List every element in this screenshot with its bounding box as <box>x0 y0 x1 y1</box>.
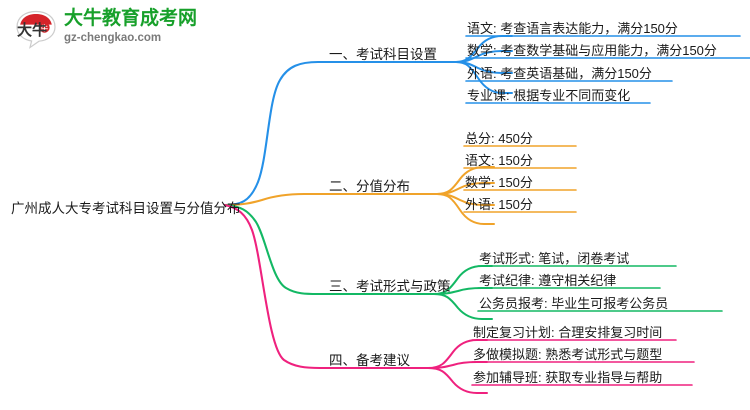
branch-4-connectors <box>223 203 695 394</box>
svg-text:大牛: 大牛 <box>17 21 47 39</box>
leaf-label-1-4[interactable]: 专业课: 根据专业不同而变化 <box>467 88 631 103</box>
leaf-label-4-3[interactable]: 参加辅导班: 获取专业指导与帮助 <box>473 370 663 385</box>
leaf-label-3-1[interactable]: 考试形式: 笔试，闭卷考试 <box>479 251 630 266</box>
leaf-label-1-3[interactable]: 外语: 考查英语基础，满分150分 <box>467 66 652 81</box>
leaf-label-1-2[interactable]: 数学: 考查数学基础与应用能力，满分150分 <box>467 43 717 58</box>
leaf-label-2-4[interactable]: 外语: 150分 <box>465 197 533 212</box>
leaf-label-3-3[interactable]: 公务员报考: 毕业生可报考公务员 <box>479 296 669 311</box>
leaf-label-2-3[interactable]: 数学: 150分 <box>465 175 533 190</box>
branch-label-1[interactable]: 一、考试科目设置 <box>329 47 437 62</box>
branch-label-2[interactable]: 二、分值分布 <box>329 179 410 194</box>
branch-3-connectors <box>223 203 723 320</box>
logo-title: 大牛教育成考网 <box>64 8 198 29</box>
branch-label-3[interactable]: 三、考试形式与政策 <box>329 279 451 294</box>
leaf-label-2-2[interactable]: 语文: 150分 <box>465 153 533 168</box>
branch-2-connectors <box>223 145 577 225</box>
branch-label-4[interactable]: 四、备考建议 <box>329 353 410 368</box>
leaf-label-1-1[interactable]: 语文: 考查语言表达能力，满分150分 <box>467 21 678 36</box>
daniu-logo-icon: 牛 大牛 <box>16 10 56 49</box>
leaf-label-4-2[interactable]: 多做模拟题: 熟悉考试形式与题型 <box>473 347 663 362</box>
root-topic[interactable]: 广州成人大专考试科目设置与分值分布 <box>11 201 241 216</box>
leaf-label-2-1[interactable]: 总分: 450分 <box>465 131 533 146</box>
leaf-label-4-1[interactable]: 制定复习计划: 合理安排复习时间 <box>473 325 663 340</box>
svg-text:牛: 牛 <box>41 23 48 32</box>
logo-domain: gz-chengkao.com <box>64 32 162 44</box>
branch-1-connectors <box>223 35 750 207</box>
leaf-label-3-2[interactable]: 考试纪律: 遵守相关纪律 <box>479 273 617 288</box>
site-logo: 牛 大牛 大牛教育成考网 gz-chengkao.com <box>14 6 229 52</box>
